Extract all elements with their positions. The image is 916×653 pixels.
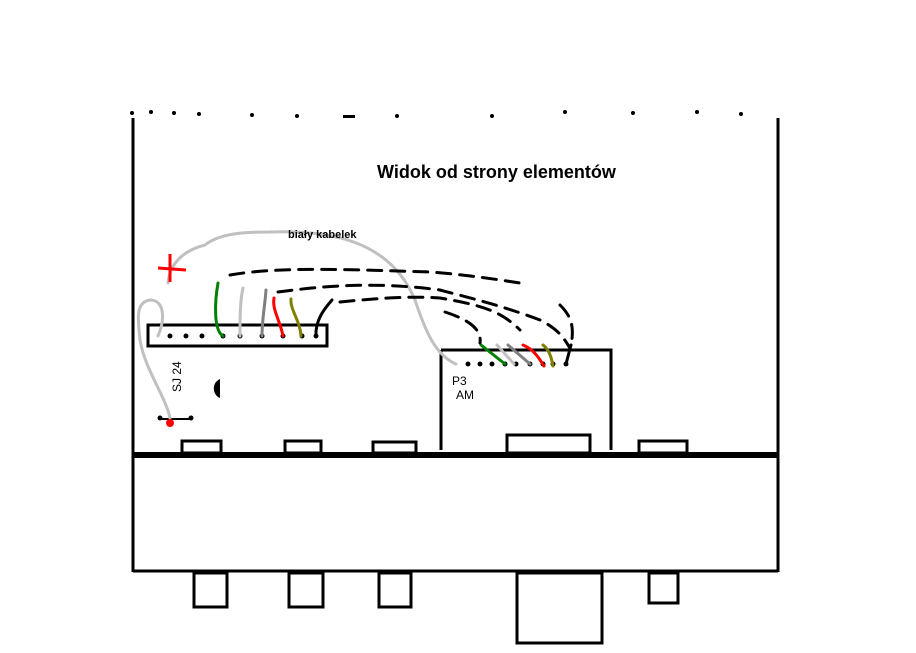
top-dots — [130, 110, 743, 118]
foot — [515, 571, 604, 645]
top-tab — [180, 439, 223, 455]
black-wire — [314, 298, 334, 338]
top-tab — [371, 440, 418, 455]
foot — [647, 571, 680, 605]
green-wire — [214, 281, 225, 338]
top-tab — [637, 439, 689, 455]
diagram-title: Widok od strony elementów — [377, 162, 616, 182]
white-wire — [495, 343, 516, 366]
enclosure — [131, 118, 780, 645]
foot — [287, 571, 325, 609]
red-solder-point — [166, 419, 174, 427]
red-cross-marker — [157, 254, 187, 282]
foot — [377, 571, 413, 609]
left-connector — [146, 323, 329, 348]
red-wire — [272, 296, 285, 338]
connector-label-am: AM — [456, 388, 474, 402]
dashed-wires — [228, 267, 574, 352]
olive-wire — [289, 297, 303, 338]
gray-wire — [506, 343, 532, 366]
top-tab — [283, 439, 323, 455]
white-wire — [238, 286, 245, 338]
white-wire — [136, 298, 172, 420]
top-tab — [505, 433, 592, 455]
foot — [192, 571, 229, 609]
connector-label-p3: P3 — [452, 374, 467, 388]
component-label: SJ 24 — [170, 361, 184, 392]
component-sj24 — [213, 379, 220, 398]
gray-wire — [260, 288, 268, 338]
white-cable-label: biały kabelek — [288, 229, 357, 241]
white-wire — [166, 230, 458, 366]
green-wire — [479, 343, 507, 366]
red-wire — [521, 343, 546, 368]
olive-wire — [541, 343, 555, 368]
